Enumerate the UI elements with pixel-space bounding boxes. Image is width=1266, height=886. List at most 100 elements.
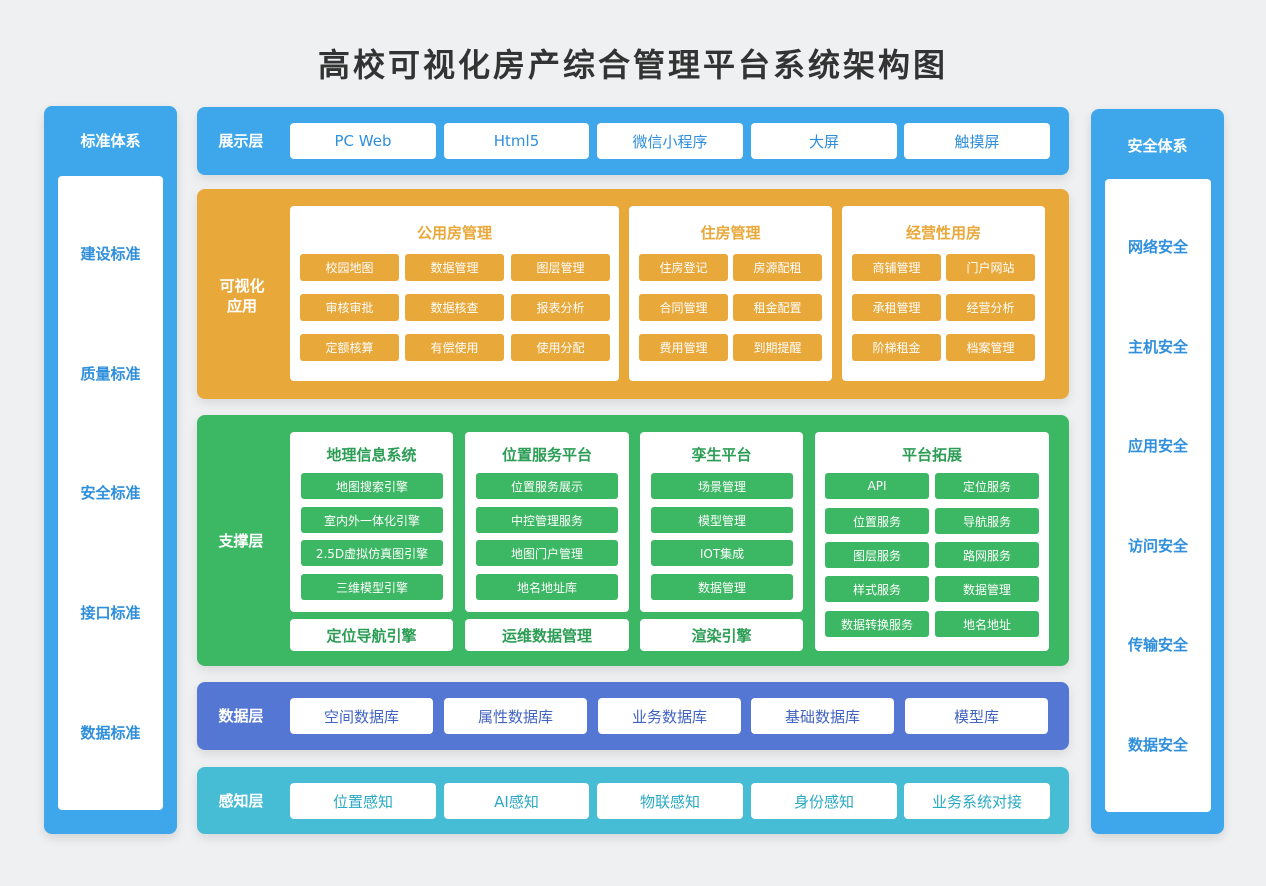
support-layer: 支撑层 地理信息系统 地图搜索引擎 室内外一体化引擎 2.5D虚拟仿真图引擎 三… [197, 415, 1069, 666]
perception-item: 业务系统对接 [904, 783, 1050, 819]
app-layer-label: 可视化应用 [197, 276, 287, 316]
support-chip: 场景管理 [651, 473, 793, 499]
app-chip: 门户网站 [946, 254, 1035, 281]
support-chip: 路网服务 [935, 542, 1039, 568]
security-item: 网络安全 [1127, 238, 1188, 257]
support-chip: 三维模型引擎 [301, 574, 443, 600]
support-chip: 地名地址 [935, 611, 1039, 637]
support-chip: 导航服务 [935, 508, 1039, 534]
panel-title: 经营性用房 [905, 224, 981, 242]
standards-title: 标准体系 [80, 131, 141, 150]
panel-title: 住房管理 [700, 224, 761, 242]
panel-title: 地理信息系统 [326, 446, 417, 464]
security-item: 访问安全 [1127, 536, 1188, 555]
standards-list: 建设标准 质量标准 安全标准 接口标准 数据标准 [58, 176, 163, 810]
panel-title: 位置服务平台 [501, 446, 592, 464]
twin-panel: 孪生平台 场景管理 模型管理 IOT集成 数据管理 [640, 432, 803, 612]
app-chip: 承租管理 [852, 294, 941, 321]
display-layer-label: 展示层 [218, 132, 264, 150]
app-chip: 校园地图 [300, 254, 399, 281]
app-chip: 合同管理 [639, 294, 728, 321]
residential-panel: 住房管理 住房登记 房源配租 合同管理 租金配置 费用管理 到期提醒 [629, 206, 832, 381]
security-item: 应用安全 [1127, 437, 1188, 456]
support-footer: 定位导航引擎 [290, 619, 453, 651]
app-chip: 使用分配 [511, 334, 610, 361]
app-chip: 住房登记 [639, 254, 728, 281]
app-chip: 房源配租 [733, 254, 822, 281]
security-panel: 安全体系 网络安全 主机安全 应用安全 访问安全 传输安全 数据安全 [1091, 109, 1224, 834]
gis-panel: 地理信息系统 地图搜索引擎 室内外一体化引擎 2.5D虚拟仿真图引擎 三维模型引… [290, 432, 453, 612]
support-chip: 地图门户管理 [476, 540, 618, 566]
support-layer-label: 支撑层 [218, 532, 264, 550]
support-chip: 位置服务展示 [476, 473, 618, 499]
support-chip: 定位服务 [935, 473, 1039, 499]
app-layer: 可视化应用 公用房管理 校园地图 数据管理 图层管理 审核审批 数据核查 报表分… [197, 189, 1069, 399]
support-chip: 图层服务 [825, 542, 929, 568]
app-chip: 档案管理 [946, 334, 1035, 361]
app-chip: 审核审批 [300, 294, 399, 321]
app-chip: 有偿使用 [405, 334, 504, 361]
public-housing-panel: 公用房管理 校园地图 数据管理 图层管理 审核审批 数据核查 报表分析 定额核算… [290, 206, 619, 381]
perception-layer: 感知层 位置感知 AI感知 物联感知 身份感知 业务系统对接 [197, 767, 1069, 834]
app-chip: 报表分析 [511, 294, 610, 321]
standard-item: 建设标准 [80, 245, 141, 264]
perception-item: AI感知 [444, 783, 589, 819]
panel-title: 平台拓展 [901, 446, 962, 464]
lbs-panel: 位置服务平台 位置服务展示 中控管理服务 地图门户管理 地名地址库 [465, 432, 629, 612]
display-item: PC Web [290, 123, 436, 159]
security-list: 网络安全 主机安全 应用安全 访问安全 传输安全 数据安全 [1105, 179, 1211, 812]
data-item: 属性数据库 [444, 698, 587, 734]
standard-item: 接口标准 [80, 604, 141, 623]
support-chip: 地图搜索引擎 [301, 473, 443, 499]
security-item: 数据安全 [1127, 735, 1188, 754]
display-item: 大屏 [751, 123, 897, 159]
display-item: Html5 [444, 123, 589, 159]
app-chip: 租金配置 [733, 294, 822, 321]
panel-title: 孪生平台 [691, 446, 752, 464]
support-chip: IOT集成 [651, 540, 793, 566]
display-item: 微信小程序 [597, 123, 743, 159]
data-item: 模型库 [905, 698, 1048, 734]
perception-layer-label: 感知层 [218, 792, 264, 810]
data-item: 基础数据库 [751, 698, 894, 734]
support-footer: 渲染引擎 [640, 619, 803, 651]
standards-panel: 标准体系 建设标准 质量标准 安全标准 接口标准 数据标准 [44, 106, 177, 834]
support-chip: 样式服务 [825, 576, 929, 602]
commercial-panel: 经营性用房 商铺管理 门户网站 承租管理 经营分析 阶梯租金 档案管理 [842, 206, 1045, 381]
support-chip: 位置服务 [825, 508, 929, 534]
perception-item: 身份感知 [751, 783, 897, 819]
app-chip: 阶梯租金 [852, 334, 941, 361]
data-item: 空间数据库 [290, 698, 433, 734]
app-chip: 商铺管理 [852, 254, 941, 281]
support-chip: 数据转换服务 [825, 611, 929, 637]
app-chip: 数据核查 [405, 294, 504, 321]
support-chip: 地名地址库 [476, 574, 618, 600]
app-chip: 图层管理 [511, 254, 610, 281]
app-chip: 数据管理 [405, 254, 504, 281]
support-chip: 室内外一体化引擎 [301, 507, 443, 533]
app-chip: 定额核算 [300, 334, 399, 361]
extension-panel: 平台拓展 API 定位服务 位置服务 导航服务 图层服务 路网服务 样式服务 数… [815, 432, 1049, 651]
data-layer-label: 数据层 [218, 707, 264, 725]
support-footer: 运维数据管理 [465, 619, 629, 651]
display-item: 触摸屏 [904, 123, 1050, 159]
data-layer: 数据层 空间数据库 属性数据库 业务数据库 基础数据库 模型库 [197, 682, 1069, 750]
app-layer-label-text: 可视化应用 [219, 277, 265, 315]
standard-item: 数据标准 [80, 723, 141, 742]
support-chip: 模型管理 [651, 507, 793, 533]
app-chip: 费用管理 [639, 334, 728, 361]
app-chip: 到期提醒 [733, 334, 822, 361]
security-item: 主机安全 [1127, 337, 1188, 356]
panel-title: 公用房管理 [416, 224, 492, 242]
perception-item: 物联感知 [597, 783, 743, 819]
security-item: 传输安全 [1127, 636, 1188, 655]
standard-item: 安全标准 [80, 484, 141, 503]
support-chip: 数据管理 [651, 574, 793, 600]
support-chip: 数据管理 [935, 576, 1039, 602]
support-chip: 2.5D虚拟仿真图引擎 [301, 540, 443, 566]
app-chip: 经营分析 [946, 294, 1035, 321]
standard-item: 质量标准 [80, 364, 141, 383]
perception-item: 位置感知 [290, 783, 436, 819]
page-title: 高校可视化房产综合管理平台系统架构图 [317, 46, 948, 84]
support-chip: 中控管理服务 [476, 507, 618, 533]
